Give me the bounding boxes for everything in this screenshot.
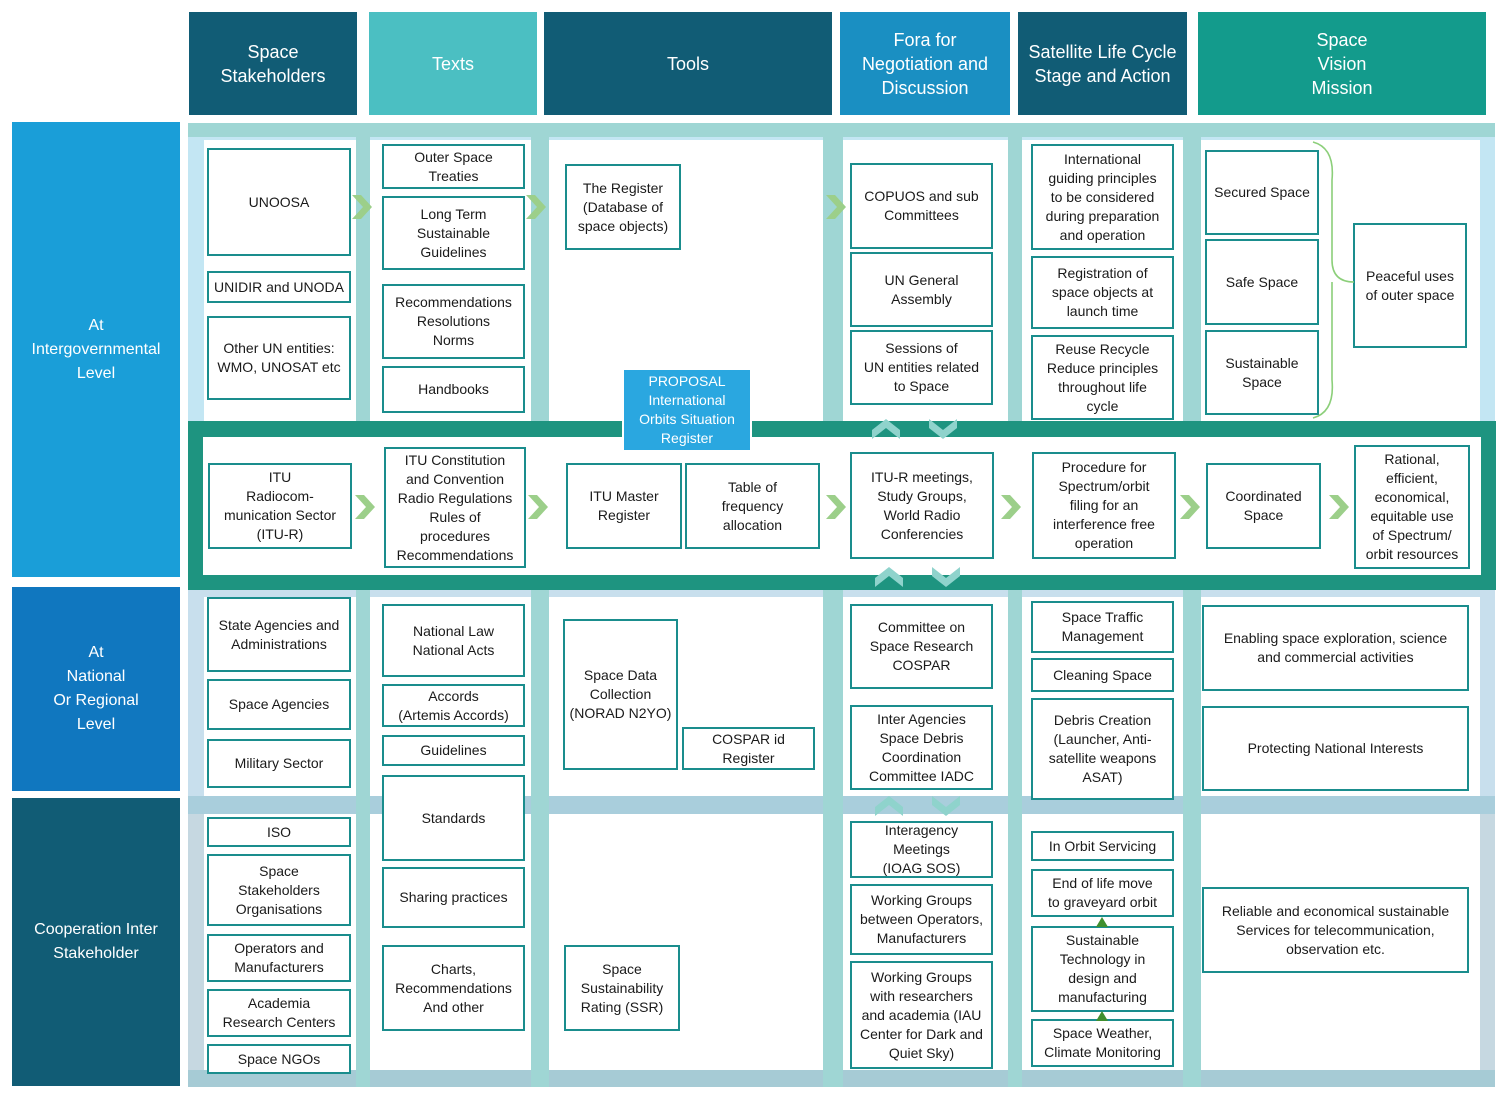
box-protecting-national-interests: Protecting National Interests <box>1202 706 1469 791</box>
box-iso: ISO <box>207 817 351 847</box>
box-space-sustainability-rating: Space Sustainability Rating (SSR) <box>564 945 680 1031</box>
box-space-data-collection: Space Data Collection (NORAD N2YO) <box>563 619 678 770</box>
box-peaceful-uses: Peaceful uses of outer space <box>1353 223 1467 348</box>
box-the-register: The Register (Database of space objects) <box>565 164 681 250</box>
header-space-stakeholders: Space Stakeholders <box>189 12 357 115</box>
box-national-law: National Law National Acts <box>382 604 525 677</box>
level-cooperation: Cooperation Inter Stakeholder <box>12 798 180 1086</box>
box-itu-r: ITU Radiocom- munication Sector (ITU-R) <box>208 463 352 549</box>
box-recommendations-resolutions: Recommendations Resolutions Norms <box>382 284 525 359</box>
header-satellite-life-cycle: Satellite Life Cycle Stage and Action <box>1018 12 1187 115</box>
box-other-un-entities: Other UN entities: WMO, UNOSAT etc <box>207 316 351 400</box>
box-registration-space-objects: Registration of space objects at launch … <box>1031 256 1174 329</box>
box-operators-manufacturers: Operators and Manufacturers <box>207 934 351 982</box>
box-in-orbit-servicing: In Orbit Servicing <box>1031 831 1174 861</box>
box-outer-space-treaties: Outer Space Treaties <box>382 144 525 189</box>
box-end-of-life-graveyard: End of life move to graveyard orbit <box>1031 869 1174 917</box>
box-sharing-practices: Sharing practices <box>382 867 525 928</box>
box-itu-master-register: ITU Master Register <box>566 463 682 549</box>
box-state-agencies: State Agencies and Administrations <box>207 597 351 672</box>
level-national-regional: At National Or Regional Level <box>12 587 180 791</box>
box-iadc: Inter Agencies Space Debris Coordination… <box>850 705 993 790</box>
box-table-frequency-allocation: Table of frequency allocation <box>685 463 820 549</box>
arrow-up-triangle-2 <box>1096 1011 1108 1021</box>
box-safe-space: Safe Space <box>1205 239 1319 325</box>
box-charts-recommendations: Charts, Recommendations And other <box>382 945 525 1031</box>
header-tools: Tools <box>544 12 832 115</box>
box-working-groups-operators: Working Groups between Operators, Manufa… <box>850 884 993 955</box>
column-divider-2 <box>531 123 549 1087</box>
column-divider-1 <box>356 123 370 1087</box>
arrow-up-triangle-1 <box>1096 917 1108 927</box>
header-texts: Texts <box>369 12 537 115</box>
box-proposal-orbits-register: PROPOSAL International Orbits Situation … <box>622 368 752 452</box>
box-sessions-un-entities: Sessions of UN entities related to Space <box>850 330 993 405</box>
box-reuse-recycle-reduce: Reuse Recycle Reduce principles througho… <box>1031 335 1174 420</box>
box-space-weather: Space Weather, Climate Monitoring <box>1031 1019 1174 1067</box>
box-space-agencies: Space Agencies <box>207 679 351 730</box>
level-intergovernmental: At Intergovernmental Level <box>12 122 180 577</box>
box-itu-constitution: ITU Constitution and Convention Radio Re… <box>384 447 526 568</box>
box-standards: Standards <box>382 775 525 861</box>
box-long-term-guidelines: Long Term Sustainable Guidelines <box>382 196 525 270</box>
box-debris-creation: Debris Creation (Launcher, Anti- satelli… <box>1031 698 1174 800</box>
box-sustainable-space: Sustainable Space <box>1205 330 1319 415</box>
box-sustainable-technology: Sustainable Technology in design and man… <box>1031 926 1174 1012</box>
box-handbooks: Handbooks <box>382 366 525 413</box>
box-itu-r-meetings: ITU-R meetings, Study Groups, World Radi… <box>850 452 994 559</box>
column-divider-4 <box>1008 123 1022 1087</box>
box-unidir-unoda: UNIDIR and UNODA <box>207 271 351 303</box>
box-coordinated-space: Coordinated Space <box>1206 463 1321 549</box>
box-space-stakeholders-organisations: Space Stakeholders Organisations <box>207 854 351 926</box>
vision-brace <box>1312 141 1355 419</box>
box-military-sector: Military Sector <box>207 739 351 788</box>
box-reliable-services: Reliable and economical sustainable Serv… <box>1202 887 1469 973</box>
box-cospar-committee: Committee on Space Research COSPAR <box>850 604 993 689</box>
box-space-traffic-management: Space Traffic Management <box>1031 601 1174 653</box>
column-divider-5 <box>1183 123 1201 1087</box>
box-cospar-id-register: COSPAR id Register <box>682 727 815 770</box>
box-enabling-space-exploration: Enabling space exploration, science and … <box>1202 605 1469 691</box>
header-fora: Fora for Negotiation and Discussion <box>840 12 1010 115</box>
box-rational-use-spectrum: Rational, efficient, economical, equitab… <box>1354 445 1470 569</box>
box-spectrum-orbit-filing: Procedure for Spectrum/orbit filing for … <box>1032 452 1176 559</box>
header-space-vision-mission: Space Vision Mission <box>1198 12 1486 115</box>
column-divider-3 <box>823 123 843 1087</box>
box-guidelines: Guidelines <box>382 735 525 766</box>
box-working-groups-researchers: Working Groups with researchers and acad… <box>850 961 993 1069</box>
box-secured-space: Secured Space <box>1205 150 1319 235</box>
box-international-guiding-principles: International guiding principles to be c… <box>1031 144 1174 250</box>
box-copuos: COPUOS and sub Committees <box>850 163 993 249</box>
box-cleaning-space: Cleaning Space <box>1031 658 1174 692</box>
box-un-general-assembly: UN General Assembly <box>850 252 993 327</box>
box-unoosa: UNOOSA <box>207 148 351 256</box>
box-space-ngos: Space NGOs <box>207 1044 351 1074</box>
box-interagency-meetings: Interagency Meetings (IOAG SOS) <box>850 821 993 878</box>
box-accords-artemis: Accords (Artemis Accords) <box>382 684 525 727</box>
box-academia-research: Academia Research Centers <box>207 989 351 1037</box>
